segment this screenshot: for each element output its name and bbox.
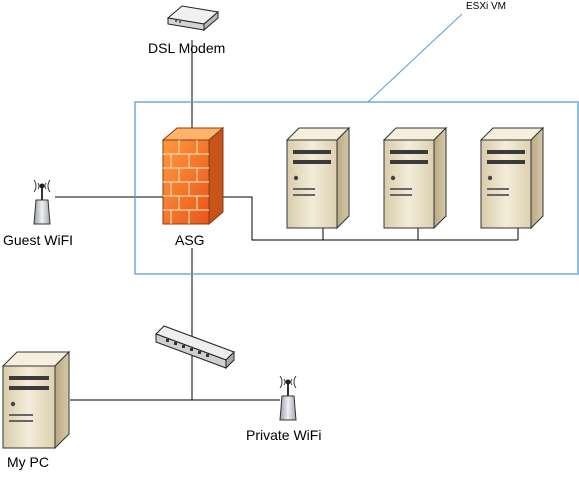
esxi-vm-callout-line: [367, 13, 463, 103]
pc-tower-icon: [1, 350, 71, 450]
server-icon: [383, 127, 447, 229]
network-switch-icon: [155, 325, 235, 370]
connection-lines: [55, 40, 519, 401]
private-wifi-label: Private WiFi: [246, 427, 322, 443]
modem-icon: [166, 5, 220, 32]
my-pc-label: My PC: [7, 454, 49, 470]
firewall-icon: [161, 126, 225, 226]
server-icon: [480, 127, 544, 229]
server-icon: [286, 127, 350, 229]
asg-label: ASG: [175, 232, 205, 248]
dsl-modem-label: DSL Modem: [148, 40, 226, 56]
esxi-vm-boundary: [134, 101, 579, 275]
wifi-antenna-icon: [33, 179, 51, 225]
esxi-vm-label: ESXi VM: [466, 1, 507, 12]
wifi-antenna-icon: [279, 375, 297, 421]
asg-to-servers-bus: [222, 196, 518, 241]
guest-wifi-label: Guest WiFI: [3, 232, 74, 248]
